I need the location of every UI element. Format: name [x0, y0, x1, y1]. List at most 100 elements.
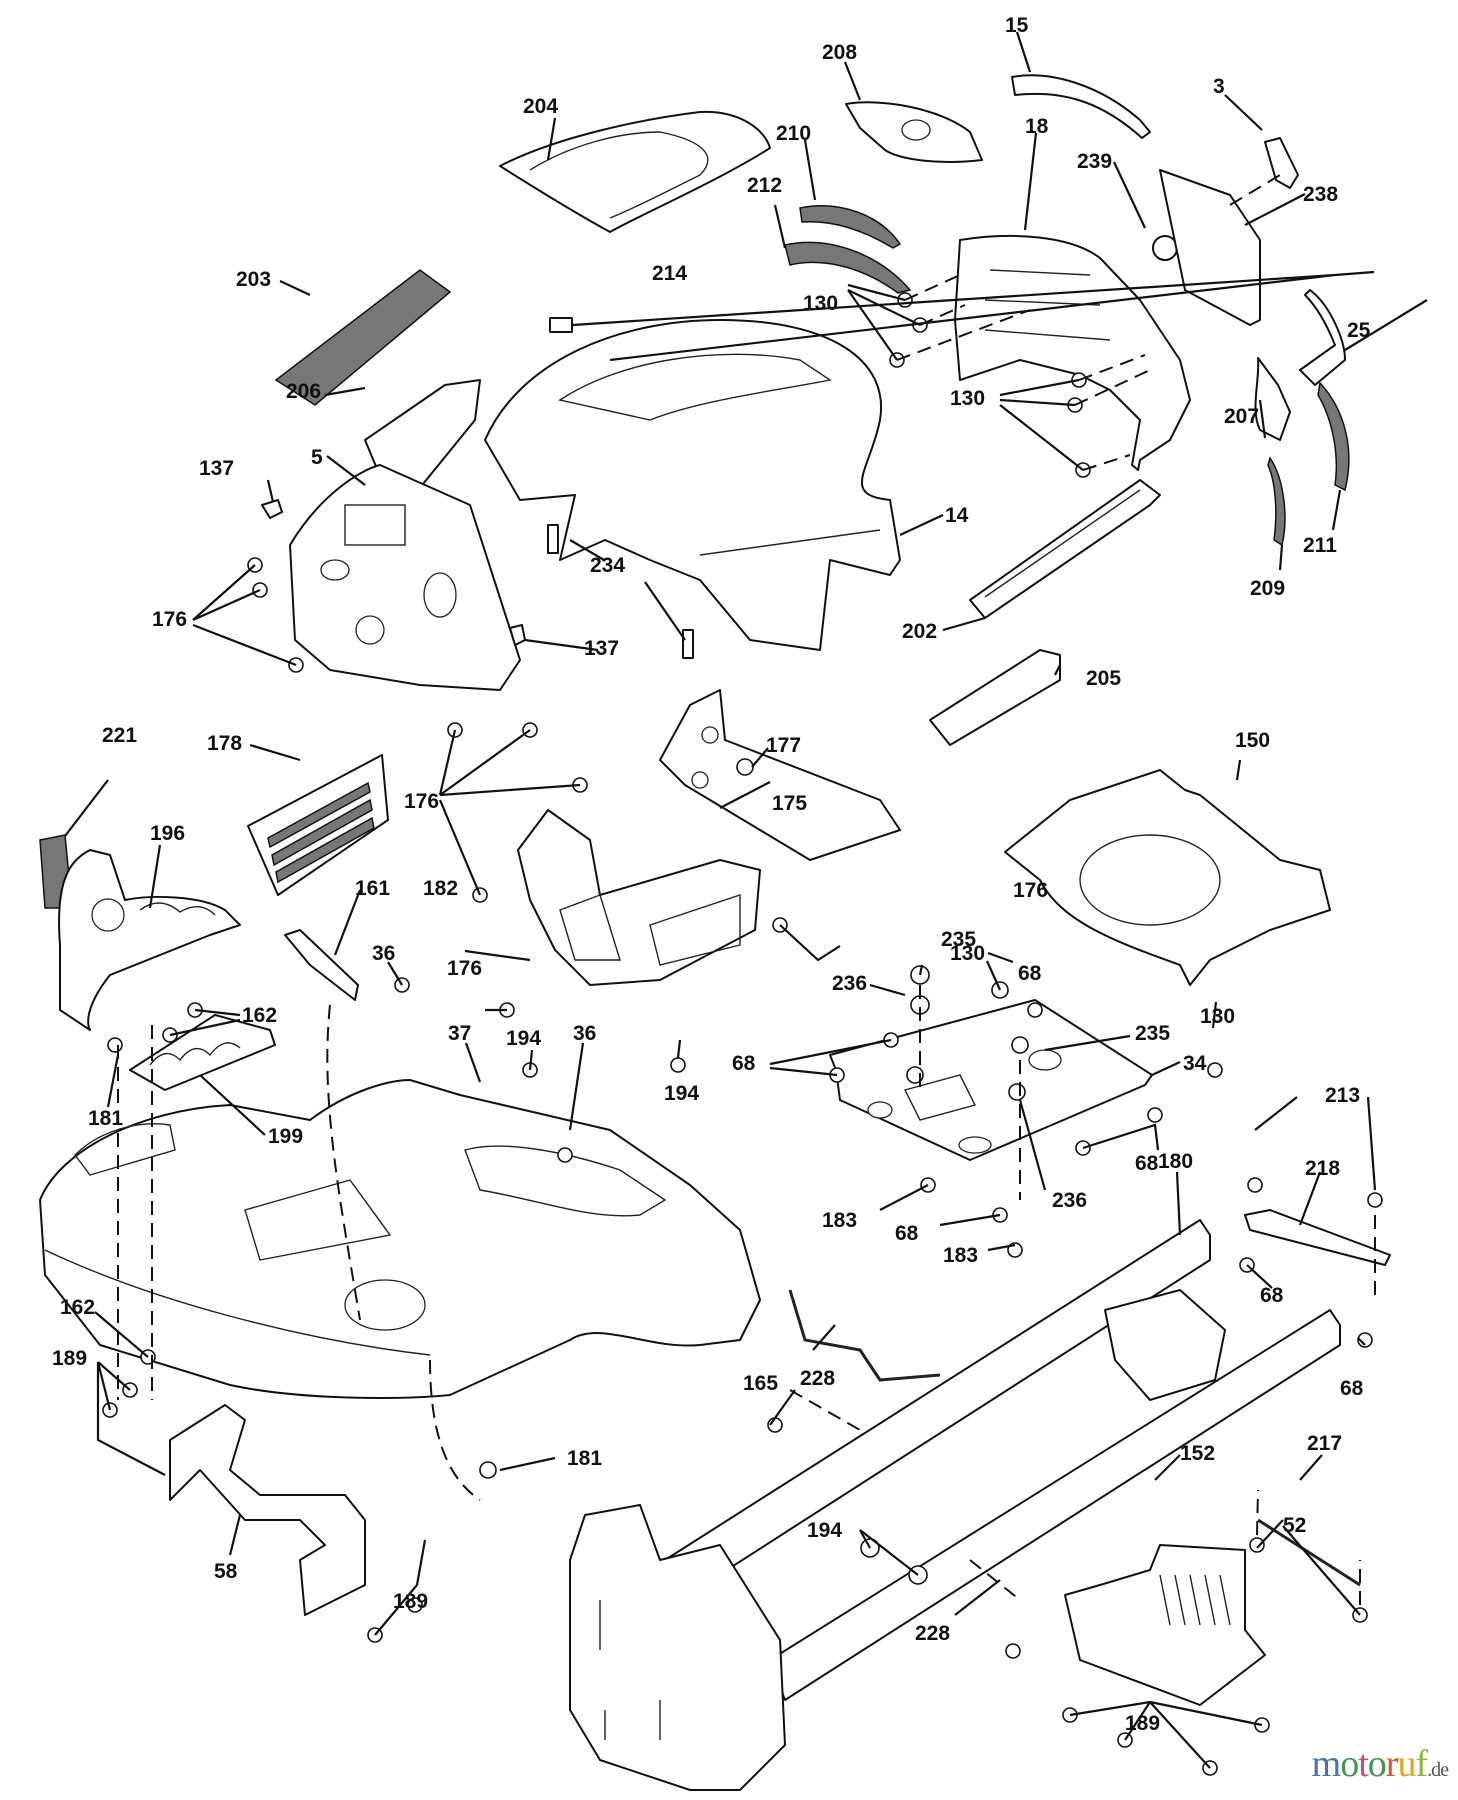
callout-236-a: 236: [832, 972, 867, 995]
callout-194-c: 194: [807, 1519, 842, 1542]
logo-letter: o: [1367, 1743, 1387, 1785]
callout-176-b: 176: [404, 790, 439, 813]
callout-68-c: 68: [1135, 1152, 1159, 1175]
callout-208: 208: [822, 41, 857, 64]
callout-203: 203: [236, 268, 271, 291]
callout-137-b: 137: [584, 637, 619, 660]
logo-letter: r: [1385, 1743, 1399, 1785]
assembly-lines: [117, 174, 1376, 1605]
motoruf-watermark-logo: motoruf.de: [1311, 1742, 1449, 1786]
part-disc: [1152, 235, 1178, 261]
callout-52: 52: [1283, 1514, 1306, 1537]
callout-68-b: 68: [732, 1052, 756, 1075]
callout-176-a: 176: [152, 608, 187, 631]
part-emblem: [1264, 137, 1299, 189]
callout-162-b: 162: [60, 1296, 95, 1319]
callout-37: 37: [448, 1022, 471, 1045]
callout-130-d: 130: [1200, 1005, 1235, 1028]
logo-tld: .de: [1427, 1759, 1449, 1781]
callout-36-b: 36: [573, 1022, 596, 1045]
part-pad-a: [547, 524, 559, 554]
part-front-grille: [969, 479, 1161, 619]
part-lens: [1299, 289, 1346, 386]
part-hood: [484, 319, 901, 651]
callout-130-c: 130: [950, 942, 985, 965]
part-hood-front: [954, 235, 1191, 471]
callout-162-a: 162: [242, 1004, 277, 1027]
part-battery-tray: [1064, 1544, 1266, 1706]
callout-176-c: 176: [1013, 879, 1048, 902]
callout-3: 3: [1213, 75, 1225, 98]
part-fender: [39, 1079, 761, 1399]
callout-152: 152: [1180, 1442, 1215, 1465]
part-trim-strip: [1011, 74, 1151, 139]
part-fender-cover: [58, 849, 241, 1031]
callout-189-a: 189: [52, 1347, 87, 1370]
callout-189-b: 189: [393, 1590, 428, 1613]
callout-212: 212: [747, 174, 782, 197]
callout-183-b: 183: [943, 1244, 978, 1267]
callout-181-b: 181: [567, 1447, 602, 1470]
part-frame: [569, 1219, 1341, 1791]
part-nut: [736, 758, 754, 776]
callout-58: 58: [214, 1560, 238, 1583]
callout-161: 161: [355, 877, 390, 900]
callout-235-b: 235: [1135, 1022, 1170, 1045]
callout-218: 218: [1305, 1157, 1340, 1180]
callout-34: 34: [1183, 1052, 1207, 1075]
callout-18: 18: [1025, 115, 1049, 138]
part-rear-bracket: [1244, 1209, 1391, 1266]
callout-130-b: 130: [950, 387, 985, 410]
logo-letter: f: [1415, 1743, 1428, 1785]
part-reflector: [284, 929, 359, 1001]
callout-183-a: 183: [822, 1209, 857, 1232]
callout-150: 150: [1235, 729, 1270, 752]
part-engine-mount-plate: [829, 999, 1153, 1161]
callout-14: 14: [945, 504, 969, 527]
part-rod: [788, 1289, 941, 1382]
callout-228-b: 228: [915, 1622, 950, 1645]
part-deflector: [929, 649, 1061, 746]
callout-189-c: 189: [1125, 1712, 1160, 1735]
logo-letter: u: [1397, 1743, 1416, 1785]
logo-letter: o: [1340, 1743, 1359, 1785]
callout-238: 238: [1303, 183, 1338, 206]
part-lower-dash: [517, 809, 761, 986]
part-front-bracket: [169, 1404, 366, 1616]
callout-210: 210: [776, 122, 811, 145]
callout-194-b: 194: [664, 1082, 699, 1105]
callout-175: 175: [772, 792, 807, 815]
part-battery-rod: [1257, 1518, 1361, 1587]
part-side-mesh-left: [1267, 456, 1286, 547]
callout-213: 213: [1325, 1084, 1360, 1107]
callout-68-d: 68: [895, 1222, 919, 1245]
callout-68-e: 68: [1260, 1284, 1284, 1307]
callout-177: 177: [766, 734, 801, 757]
callout-25: 25: [1347, 319, 1371, 342]
callout-194-a: 194: [506, 1027, 541, 1050]
callout-165: 165: [743, 1372, 778, 1395]
logo-letter: m: [1311, 1743, 1342, 1785]
callout-228-a: 228: [800, 1367, 835, 1390]
callout-182: 182: [423, 877, 458, 900]
callout-239: 239: [1077, 150, 1112, 173]
part-trim-plate: [129, 1014, 276, 1091]
part-hood-top-cover: [499, 110, 771, 233]
callout-209: 209: [1250, 577, 1285, 600]
logo-letter: t: [1358, 1743, 1369, 1785]
callout-labels: 204 208 15 3 210 212 18 239 238 203 214 …: [52, 14, 1371, 1735]
callout-178: 178: [207, 732, 242, 755]
callout-68-f: 68: [1340, 1377, 1364, 1400]
callout-196: 196: [150, 822, 185, 845]
callout-137-a: 137: [199, 457, 234, 480]
part-grille-upper: [799, 205, 902, 249]
part-clip-a: [549, 317, 573, 333]
callout-181-a: 181: [88, 1107, 123, 1130]
callout-217: 217: [1307, 1432, 1342, 1455]
callout-214: 214: [652, 262, 687, 285]
part-grille-lower: [784, 241, 912, 294]
part-pad-b: [682, 629, 694, 659]
callout-180: 180: [1158, 1150, 1193, 1173]
part-wire-clip-a: [261, 499, 283, 519]
